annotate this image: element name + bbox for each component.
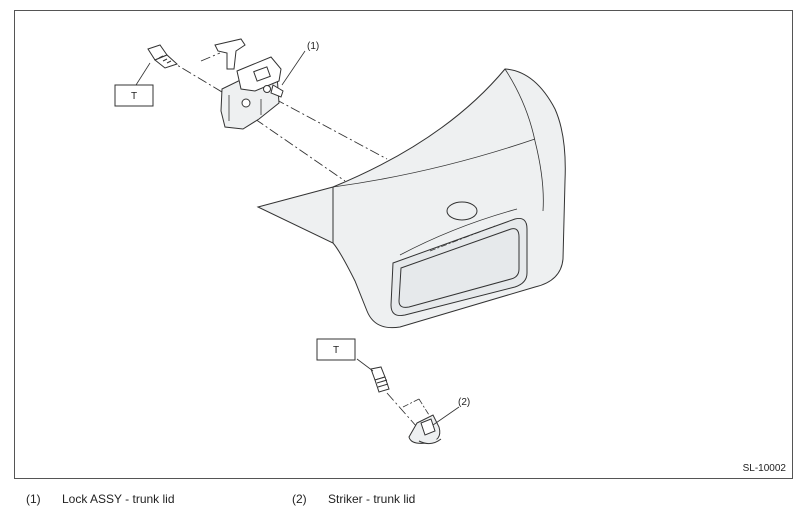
striker [408,414,442,445]
torque-label-lower: T [333,345,339,356]
torque-box-upper: T [114,84,154,107]
legend-text: Striker - trunk lid [328,492,416,506]
trunk-lid-assembly-drawing: T T (1) (2) [114,38,566,445]
legend-number: (1) [26,492,41,506]
upper-bolt [147,44,178,69]
torque-label-upper: T [131,91,137,102]
legend-item-striker: (2) Striker - trunk lid [292,492,415,506]
lock-assy [214,38,284,130]
callout-1: (1) [307,41,319,52]
legend-item-lock: (1) Lock ASSY - trunk lid [26,492,175,506]
torque-box-lower: T [316,338,356,361]
callout-2: (2) [458,397,470,408]
diagram-frame: T T (1) (2) SL-10002 [14,10,793,479]
trunk-lid [256,68,566,329]
legend-text: Lock ASSY - trunk lid [62,492,175,506]
legend-number: (2) [292,492,307,506]
emblem [446,201,478,221]
lower-bolt [370,366,390,393]
figure-id: SL-10002 [742,463,786,474]
